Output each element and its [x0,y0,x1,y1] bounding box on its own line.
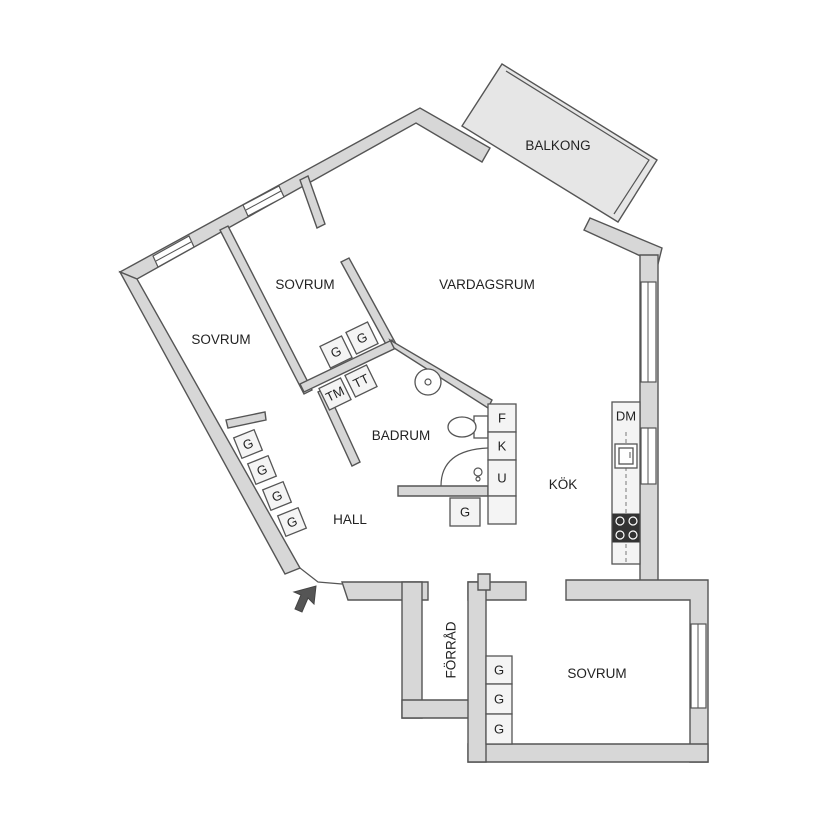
kitchen-counter: DM [611,401,641,565]
svg-text:TT: TT [351,371,372,391]
sink-icon [414,368,442,396]
shower-icon [440,447,489,487]
counter-end [487,495,517,525]
closet-g: G [319,335,353,369]
room-label-vardagsrum: VARDAGSRUM [439,277,535,292]
freezer-label: K [498,439,507,454]
oven-label: U [497,471,506,486]
closet-g: G [261,480,293,512]
balcony [461,63,658,223]
closet-g: G [232,428,264,460]
windows [152,185,707,709]
towel-tt: TT [344,364,378,398]
window-sovrum-mid [242,185,285,217]
toilet-icon [447,415,489,439]
window-vardagsrum [640,281,657,383]
closet-g: G [276,506,308,538]
hall-closets: G G G G [232,428,308,538]
interior-walls [219,175,651,497]
svg-text:TM: TM [323,383,346,405]
kitchen-cabinets: F K U G [449,403,517,527]
fridge-label: F [498,411,506,426]
closet-g-label: G [494,692,504,707]
fridge-cabinet [487,403,517,433]
closet-g: G [345,321,379,355]
closet-g-label: G [494,663,504,678]
closet-g-label: G [494,722,504,737]
room-label-sovrum-bottom: SOVRUM [567,666,626,681]
exterior-walls [118,107,709,763]
room-label-badrum: BADRUM [372,428,431,443]
room-label-balkong: BALKONG [525,138,590,153]
kitchen-sink-icon [614,443,638,469]
bathroom-fixtures [414,368,489,487]
entrance-door [299,567,343,585]
room-label-hall: HALL [333,512,367,527]
closet-g-label: G [460,505,470,520]
stove-icon [612,513,640,543]
closet-g [449,497,481,527]
entrance-arrow-icon [292,585,317,613]
window-sovrum-bottom [690,623,707,709]
dishwasher-label: DM [616,409,636,424]
closet-g: G [246,454,278,486]
room-label-kok: KÖK [549,477,578,492]
room-label-sovrum-left: SOVRUM [191,332,250,347]
laundry-units: TM TT [318,364,378,411]
room-label-sovrum-mid: SOVRUM [275,277,334,292]
washer-tm: TM [318,377,352,411]
room-labels: BALKONG VARDAGSRUM SOVRUM SOVRUM BADRUM … [191,138,626,681]
sovrum-mid-closets: G G [319,321,379,369]
window-sovrum-left [152,235,195,268]
window-kok [640,427,657,485]
sovrum-bottom-closets: G G G [485,655,513,745]
room-label-forrad: FÖRRÅD [444,621,459,678]
